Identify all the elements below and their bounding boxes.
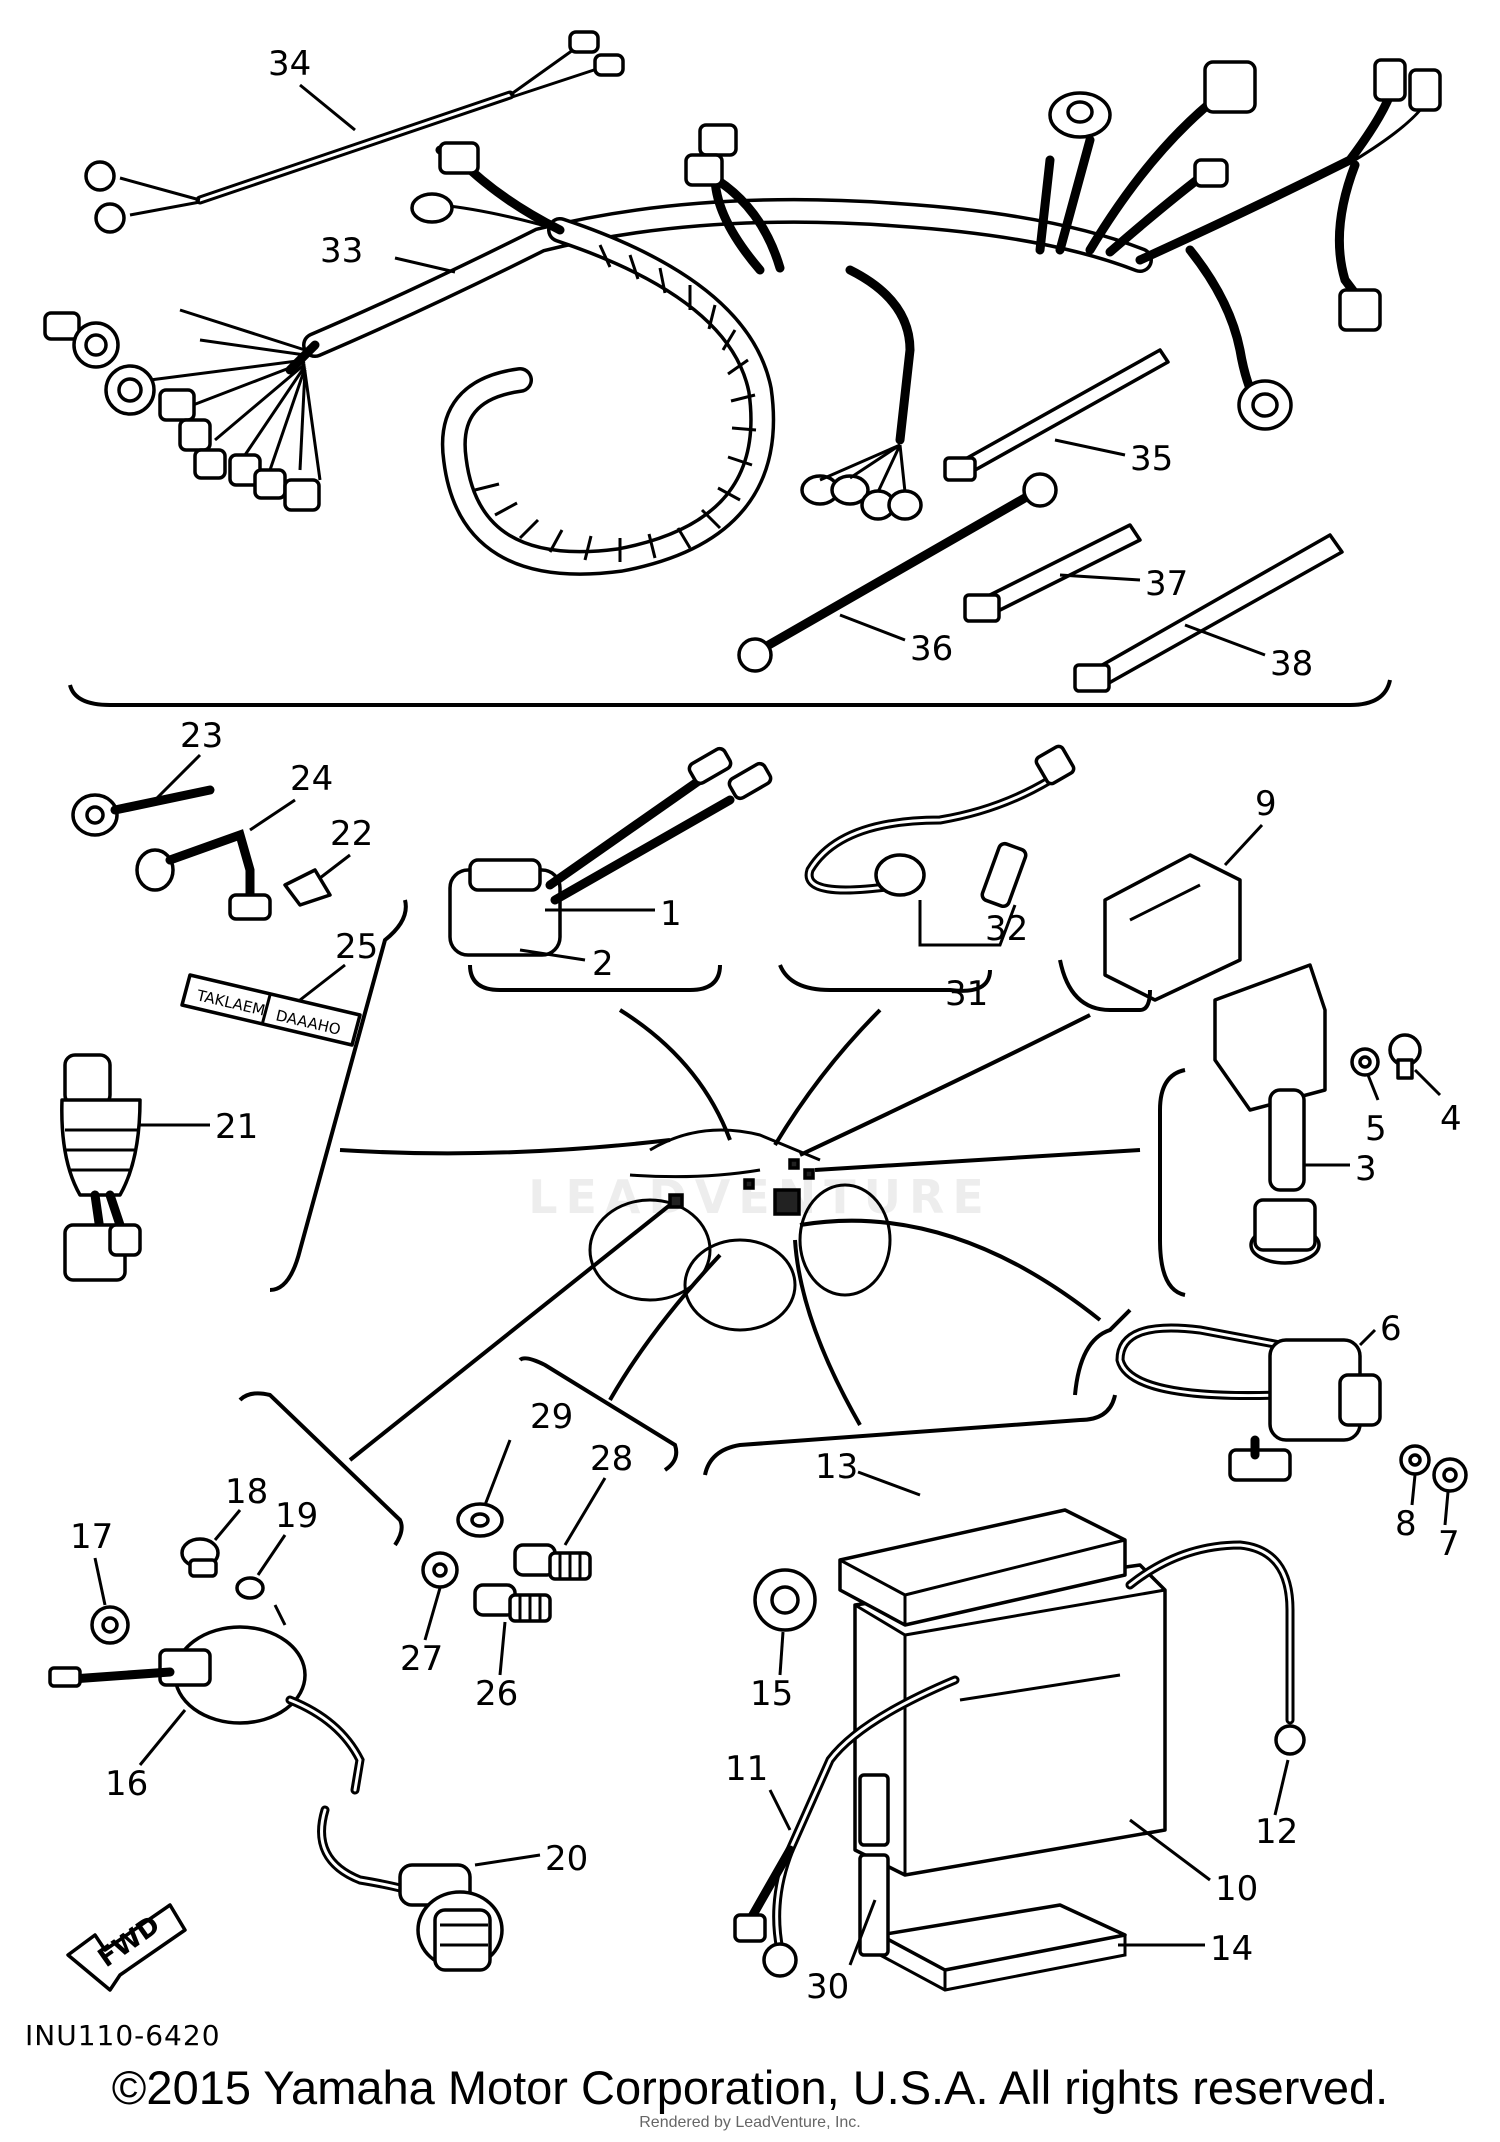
- ignition-coil-16: [48, 1604, 365, 1795]
- nut-7: [1432, 1457, 1468, 1493]
- part-callouts: 34 33 35 36 37 38 23 24 22 25 21 1 2 31 …: [25, 44, 1462, 2052]
- callout-35: 35: [1130, 439, 1173, 479]
- callout-23: 23: [180, 716, 223, 756]
- cable-tie-35: [943, 348, 1170, 482]
- starter-relay-1-2: [448, 746, 773, 957]
- wire-harness: [43, 58, 1442, 576]
- callout-34: 34: [268, 44, 311, 84]
- bolt-17: [90, 1605, 130, 1645]
- cap-24: [135, 829, 272, 921]
- leader-lines: [339, 1008, 1141, 1462]
- callout-22: 22: [330, 814, 373, 854]
- callout-4: 4: [1440, 1099, 1462, 1139]
- callout-1: 1: [660, 894, 682, 934]
- callout-19: 19: [275, 1496, 318, 1536]
- band-38: [1073, 533, 1344, 693]
- callout-8: 8: [1395, 1504, 1417, 1544]
- callout-14: 14: [1210, 1929, 1253, 1969]
- decal-25: TAKLAEM DAAAHO: [180, 973, 362, 1047]
- callout-5: 5: [1365, 1109, 1387, 1149]
- battery-10: [853, 1563, 1167, 1877]
- callout-18: 18: [225, 1472, 268, 1512]
- callout-28: 28: [590, 1439, 633, 1479]
- grommet-15: [753, 1568, 817, 1632]
- fuse-32: [980, 841, 1028, 909]
- cover-9: [1103, 853, 1242, 1002]
- callout-6: 6: [1380, 1309, 1402, 1349]
- fwd-arrow: FWD: [66, 1903, 187, 1992]
- callout-26: 26: [475, 1674, 518, 1714]
- fuse-holder-31: [804, 744, 1076, 897]
- callout-9: 9: [1255, 784, 1277, 824]
- switch-28: [513, 1543, 592, 1581]
- ground-lead-36: [737, 472, 1058, 673]
- bolt-18: [180, 1537, 220, 1578]
- callout-36: 36: [910, 629, 953, 669]
- washer-29: [456, 1502, 504, 1538]
- callout-29: 29: [530, 1397, 573, 1437]
- terminal-22: [283, 868, 332, 907]
- frame-sketch: [588, 1128, 892, 1332]
- callout-37: 37: [1145, 564, 1188, 604]
- callout-7: 7: [1438, 1524, 1460, 1564]
- battery-cover-13: [838, 1508, 1127, 1627]
- rendered-by-text: Rendered by LeadVenture, Inc.: [639, 2114, 861, 2131]
- callout-15: 15: [750, 1674, 793, 1714]
- callout-25: 25: [335, 927, 378, 967]
- group-brace: [68, 679, 1392, 707]
- callout-27: 27: [400, 1639, 443, 1679]
- switch-26: [473, 1583, 552, 1623]
- washer-5: [1350, 1047, 1380, 1077]
- callout-16: 16: [105, 1764, 148, 1804]
- main-switch-21: [60, 1053, 142, 1282]
- regulator-3: [1213, 963, 1327, 1265]
- relay-6: [1115, 1323, 1382, 1482]
- cap-23: [71, 785, 215, 837]
- diagram-code: INU110-6420: [25, 2019, 221, 2052]
- callout-3: 3: [1355, 1149, 1377, 1189]
- callout-33: 33: [320, 231, 363, 271]
- bolt-4: [1388, 1033, 1422, 1080]
- callout-10: 10: [1215, 1869, 1258, 1909]
- callout-20: 20: [545, 1839, 588, 1879]
- washer-27: [421, 1551, 459, 1589]
- cable-34: [84, 30, 625, 234]
- callout-30: 30: [806, 1967, 849, 2007]
- watermark-text: LEADVENTURE: [528, 1170, 992, 1224]
- nut-8: [1399, 1444, 1431, 1476]
- callout-11: 11: [725, 1749, 768, 1789]
- washer-19: [235, 1576, 265, 1600]
- callout-13: 13: [815, 1447, 858, 1487]
- callout-31: 31: [945, 974, 988, 1014]
- callout-21: 21: [215, 1107, 258, 1147]
- callout-32: 32: [985, 909, 1028, 949]
- callout-12: 12: [1255, 1812, 1298, 1852]
- callout-17: 17: [70, 1517, 113, 1557]
- plug-cap-20: [317, 1805, 504, 1972]
- battery-lead-11: [733, 1675, 960, 1978]
- callout-38: 38: [1270, 644, 1313, 684]
- callout-2: 2: [592, 944, 614, 984]
- battery-lead-12: [1125, 1540, 1306, 1756]
- band-37: [963, 523, 1142, 623]
- battery-pad-14: [878, 1903, 1127, 1992]
- copyright-notice: ©2015 Yamaha Motor Corporation, U.S.A. A…: [111, 2061, 1389, 2114]
- callout-24: 24: [290, 759, 333, 799]
